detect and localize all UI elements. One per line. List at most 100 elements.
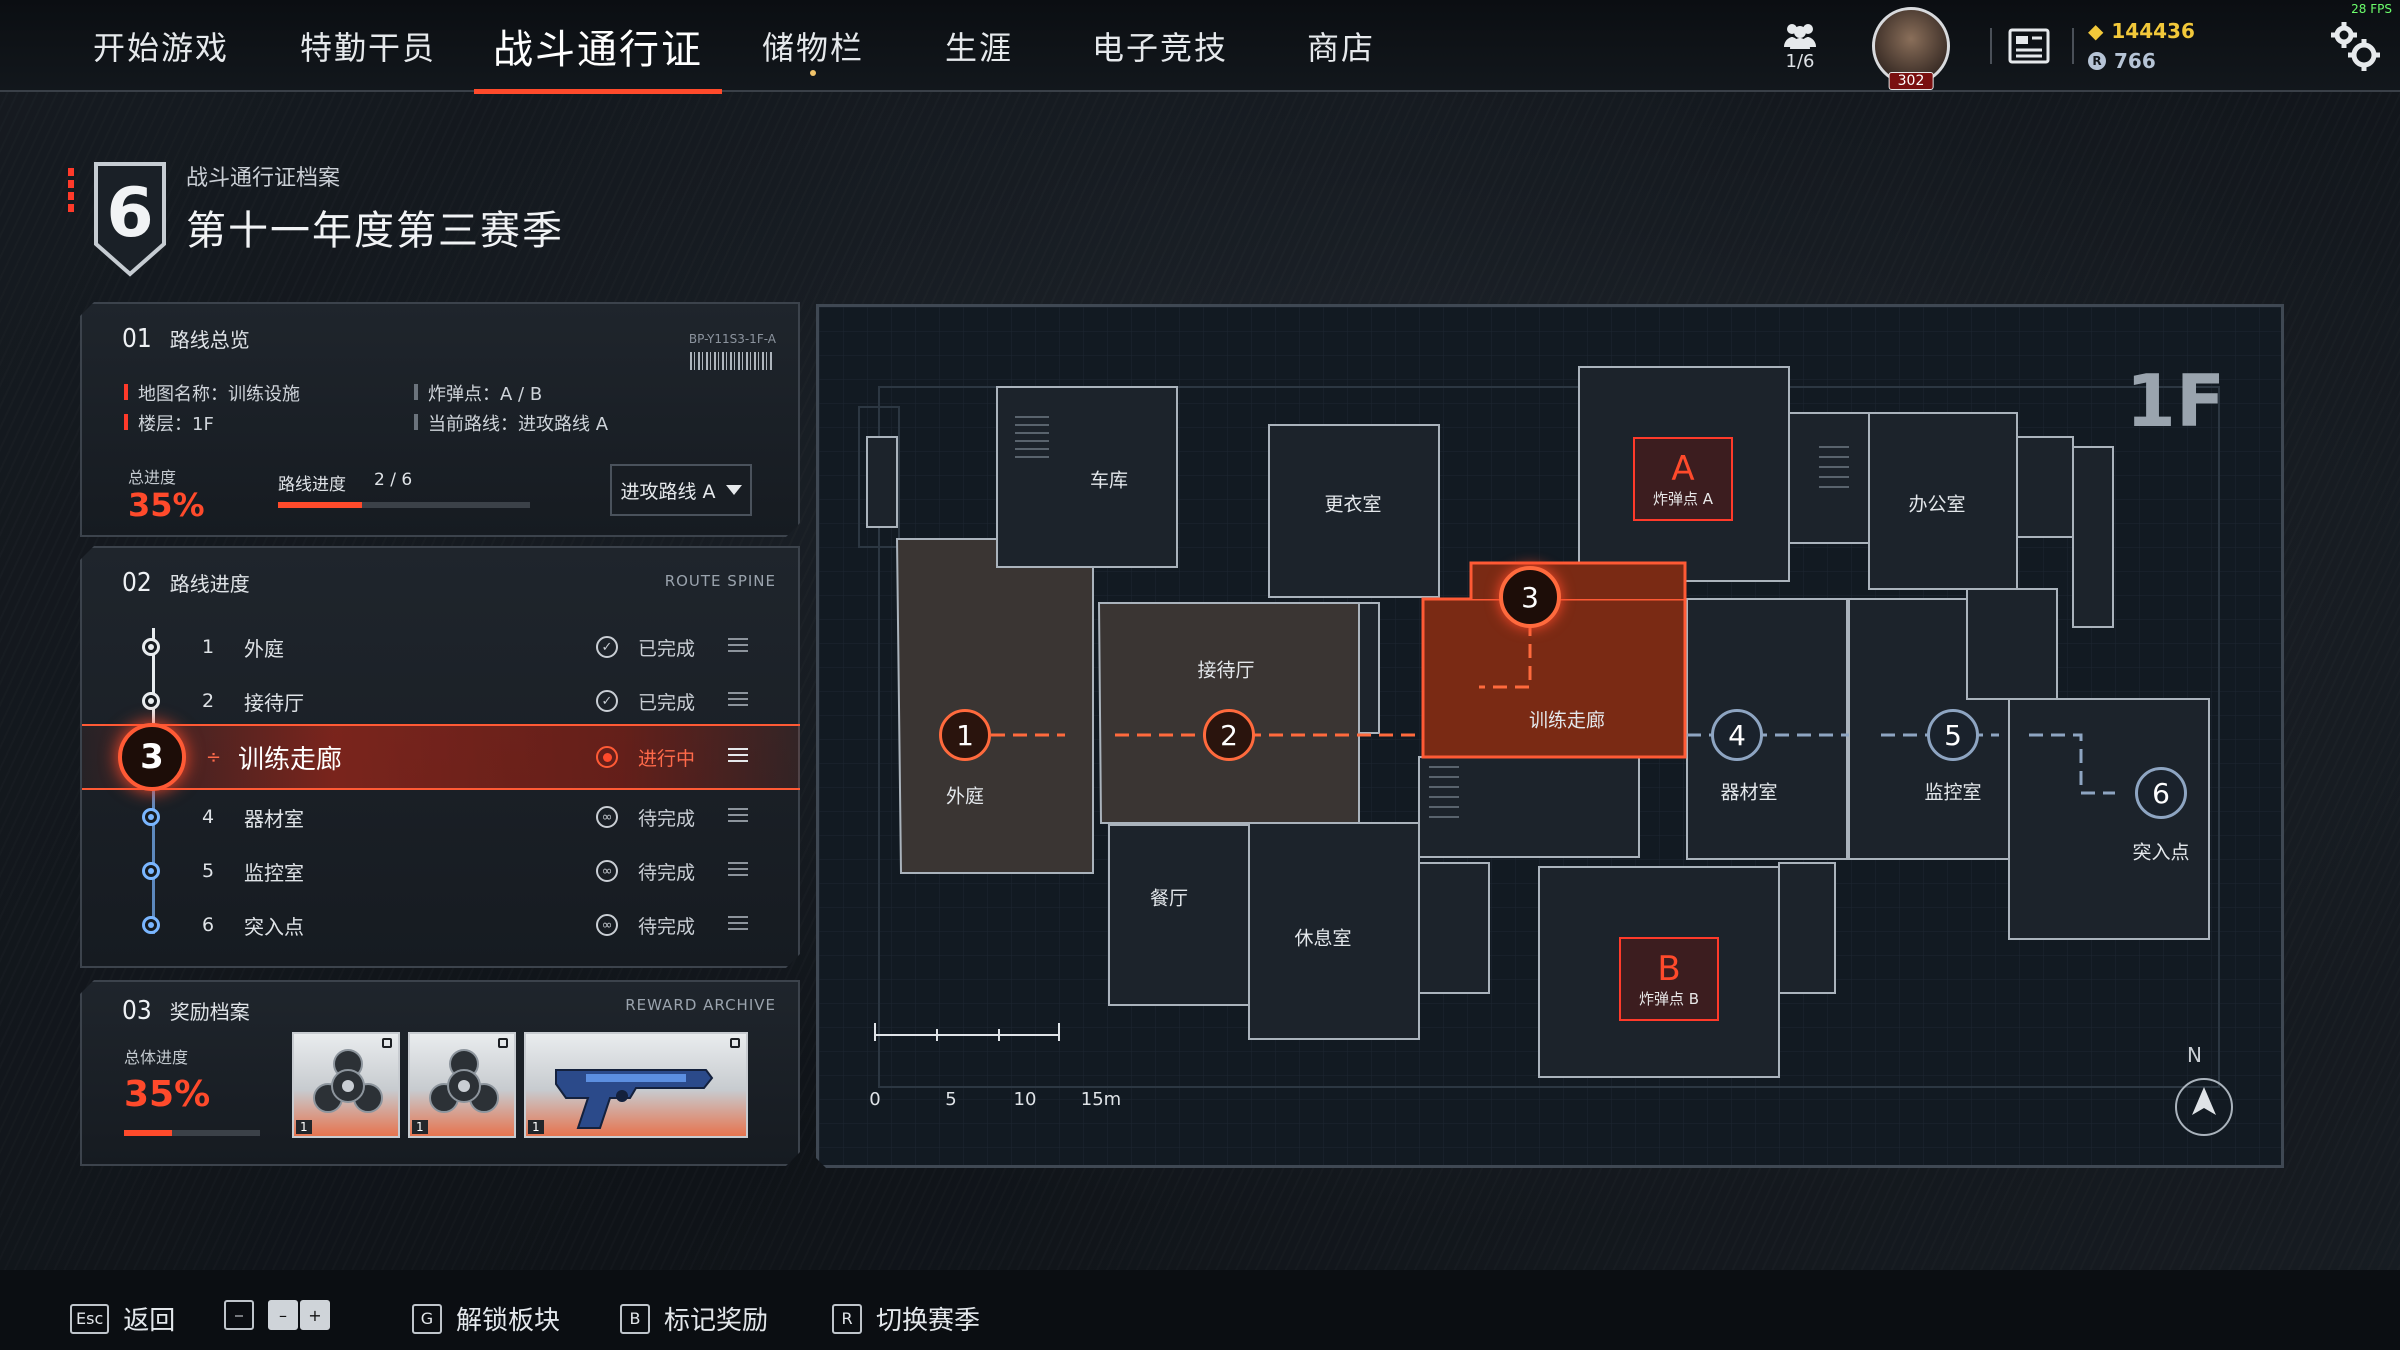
renown-icon: ◆ bbox=[2088, 19, 2104, 43]
route-status: 进行中 bbox=[638, 747, 696, 770]
floor-plan-map[interactable]: 1F 车库 更衣室 办公室 接待厅 训练走廊 外庭 器材室 监控室 突入点 餐厅… bbox=[816, 304, 2284, 1168]
zoom-out-button[interactable]: – bbox=[268, 1300, 298, 1330]
settings-button[interactable] bbox=[2320, 0, 2390, 92]
route-status: 待完成 bbox=[638, 807, 696, 830]
overall-progress-value: 35% bbox=[124, 1074, 211, 1115]
lock-icon: ∞ bbox=[596, 806, 618, 828]
hint-label: 返回 bbox=[123, 1306, 176, 1336]
panel-tag: REWARD ARCHIVE bbox=[625, 996, 776, 1014]
overall-progress-label: 总体进度 bbox=[124, 1048, 189, 1067]
total-progress-label: 总进度 bbox=[128, 468, 177, 487]
route-row-5[interactable]: 5 监控室 ∞ 待完成 bbox=[82, 844, 802, 898]
route-progress-label: 路线进度 bbox=[278, 475, 346, 495]
overall-progress-fill bbox=[124, 1130, 172, 1136]
route-row-6[interactable]: 6 突入点 ∞ 待完成 bbox=[82, 898, 802, 952]
route-node bbox=[142, 638, 160, 656]
nav-store[interactable]: 商店 bbox=[1306, 29, 1375, 67]
room-label: 接待厅 bbox=[1197, 659, 1255, 682]
player-level: 302 bbox=[1888, 72, 1934, 90]
reward-item-weapon-skin[interactable]: 1 bbox=[524, 1032, 748, 1138]
zoom-in-button[interactable]: + bbox=[300, 1300, 330, 1330]
map-route-node-6[interactable]: 6 bbox=[2135, 767, 2187, 819]
drag-handle-icon[interactable] bbox=[728, 748, 748, 766]
drag-handle-icon[interactable] bbox=[728, 808, 748, 826]
drag-handle-icon[interactable] bbox=[728, 862, 748, 880]
reward-item-charm[interactable]: 1 bbox=[292, 1032, 400, 1138]
lock-icon bbox=[730, 1038, 740, 1048]
squad-count: 1/6 bbox=[1785, 50, 1815, 72]
route-node bbox=[142, 916, 160, 934]
charm-icon bbox=[410, 1034, 516, 1138]
map-route-node-4[interactable]: 4 bbox=[1711, 709, 1763, 761]
panel-title: 路线总览 bbox=[169, 328, 250, 352]
room-label: 更衣室 bbox=[1324, 493, 1382, 516]
header-accent bbox=[68, 168, 74, 212]
key-esc: Esc bbox=[70, 1303, 110, 1334]
news-button[interactable] bbox=[2008, 0, 2050, 92]
key-r: R bbox=[832, 1303, 862, 1334]
map-route-node-2[interactable]: 2 bbox=[1203, 709, 1255, 761]
nav-inventory[interactable]: 储物栏 bbox=[722, 0, 904, 92]
room-label: 办公室 bbox=[1908, 493, 1966, 516]
overall-progress-bar bbox=[124, 1130, 260, 1136]
nav-inventory-label: 储物栏 bbox=[761, 29, 864, 67]
route-name: 突入点 bbox=[244, 914, 304, 939]
barcode bbox=[690, 352, 774, 370]
profile-avatar[interactable]: 302 bbox=[1856, 0, 1966, 92]
route-number: 5 bbox=[202, 860, 215, 882]
hint-label: 切换赛季 bbox=[876, 1306, 981, 1336]
divider bbox=[2072, 28, 2074, 64]
credits-icon: R bbox=[2088, 52, 2106, 70]
pistol-icon bbox=[526, 1034, 748, 1138]
drag-handle-icon[interactable] bbox=[728, 638, 748, 656]
scale-label: 5 bbox=[945, 1089, 957, 1110]
route-row-2[interactable]: 2 接待厅 ✓ 已完成 bbox=[82, 674, 802, 728]
floor-info: 楼层：1F bbox=[124, 410, 214, 436]
map-route-node-1[interactable]: 1 bbox=[939, 709, 991, 761]
bottom-bar bbox=[0, 1270, 2400, 1350]
drag-handle-icon[interactable] bbox=[728, 692, 748, 710]
route-row-1[interactable]: 1 外庭 ✓ 已完成 bbox=[82, 620, 802, 674]
reward-item-charm[interactable]: 1 bbox=[408, 1032, 516, 1138]
squad-button[interactable]: 1/6 bbox=[1760, 0, 1840, 92]
route-dropdown[interactable]: 进攻路线 A bbox=[610, 464, 752, 516]
spine-done bbox=[152, 628, 155, 748]
nav-play[interactable]: 开始游戏 bbox=[92, 29, 229, 67]
renown-amount: 144436 bbox=[2111, 19, 2195, 43]
drag-handle-icon[interactable] bbox=[728, 916, 748, 934]
hint-switch-season[interactable]: R 切换赛季 bbox=[832, 1300, 980, 1337]
route-node bbox=[142, 808, 160, 826]
news-icon bbox=[2008, 28, 2050, 64]
nav-career[interactable]: 生涯 bbox=[944, 29, 1013, 67]
map-route-node-5[interactable]: 5 bbox=[1927, 709, 1979, 761]
gear-icon bbox=[2331, 22, 2380, 71]
route-status: 已完成 bbox=[638, 691, 696, 714]
map-route-node-3[interactable]: 3 bbox=[1499, 566, 1561, 628]
route-row-3-active[interactable]: 3 ÷ 训练走廊 进行中 bbox=[82, 724, 802, 790]
in-progress-icon bbox=[596, 746, 618, 768]
zoom-controls[interactable]: ⎯ – + bbox=[224, 1300, 330, 1330]
bomb-site-label: 炸弹点 B bbox=[1638, 989, 1700, 1008]
route-code: BP-Y11S3-1F-A bbox=[688, 332, 776, 346]
hint-back[interactable]: Esc 返回 bbox=[70, 1300, 175, 1337]
route-dropdown-label: 进攻路线 A bbox=[620, 480, 716, 503]
nav-esports[interactable]: 电子竞技 bbox=[1091, 29, 1228, 67]
scale-label: 10 bbox=[1013, 1089, 1037, 1110]
current-route-info: 当前路线：进攻路线 A bbox=[414, 410, 608, 436]
nav-operators[interactable]: 特勤干员 bbox=[299, 29, 436, 67]
lock-icon bbox=[498, 1038, 508, 1048]
top-nav-bar: 开始游戏 特勤干员 战斗通行证 储物栏 生涯 电子竞技 商店 1/6 302 ◆… bbox=[0, 0, 2400, 94]
nav-battle-pass[interactable]: 战斗通行证 bbox=[474, 0, 722, 94]
total-progress-value: 35% bbox=[128, 486, 205, 524]
route-row-4[interactable]: 4 器材室 ∞ 待完成 bbox=[82, 790, 802, 844]
header-subtitle: 战斗通行证档案 bbox=[186, 166, 341, 191]
